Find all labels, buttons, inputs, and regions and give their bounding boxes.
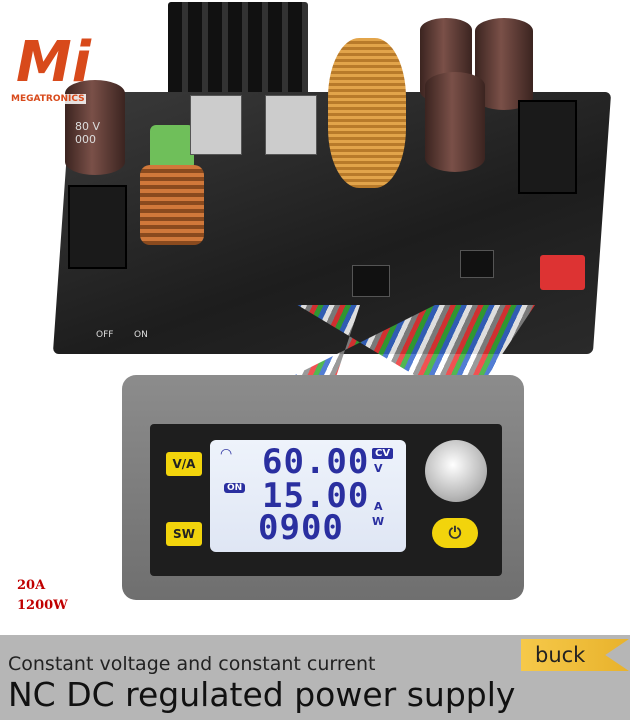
- voltage-readout: 60.00: [262, 442, 370, 482]
- lcd-screen: ◠ 60.00 CV V ON 15.00 A 0900 W: [210, 440, 406, 552]
- current-readout: 15.00: [262, 476, 370, 516]
- switch-label-off: OFF: [96, 330, 114, 340]
- current-unit: A: [374, 500, 383, 513]
- va-button[interactable]: V/A: [166, 452, 202, 476]
- mosfet: [265, 95, 317, 155]
- toroid-inductor: [328, 38, 406, 188]
- adjust-knob[interactable]: [425, 440, 487, 502]
- dip-switch: [540, 255, 585, 290]
- ic-chip: [352, 265, 390, 297]
- inductor-core: [150, 125, 194, 170]
- terminal-block: [518, 100, 577, 194]
- heatsink: [168, 2, 308, 102]
- capacitor: [425, 72, 485, 172]
- inductor-coil: [140, 165, 204, 245]
- mosfet: [190, 95, 242, 155]
- switch-label-on: ON: [134, 330, 148, 340]
- capacitor-label: 80 V 000: [75, 120, 101, 146]
- terminal-block: [68, 185, 127, 269]
- cv-badge: CV: [372, 448, 394, 459]
- power-rating: 1200W: [17, 598, 68, 613]
- banner-subtitle: Constant voltage and constant current: [8, 653, 376, 675]
- logo-brand: MEGATRONICS: [10, 94, 86, 104]
- on-badge: ON: [224, 483, 246, 493]
- logo: Mi MEGATRONICS: [8, 10, 108, 110]
- banner-title: NC DC regulated power supply: [8, 675, 516, 714]
- ic-chip: [460, 250, 494, 278]
- power-unit: W: [372, 515, 385, 528]
- current-rating: 20A: [17, 578, 46, 593]
- wifi-icon: ◠: [220, 446, 233, 462]
- logo-mark: Mi: [16, 30, 91, 95]
- sw-button[interactable]: SW: [166, 522, 202, 546]
- power-readout: 0900: [258, 508, 344, 548]
- voltage-unit: V: [374, 462, 383, 475]
- power-button[interactable]: ⏻: [432, 518, 478, 548]
